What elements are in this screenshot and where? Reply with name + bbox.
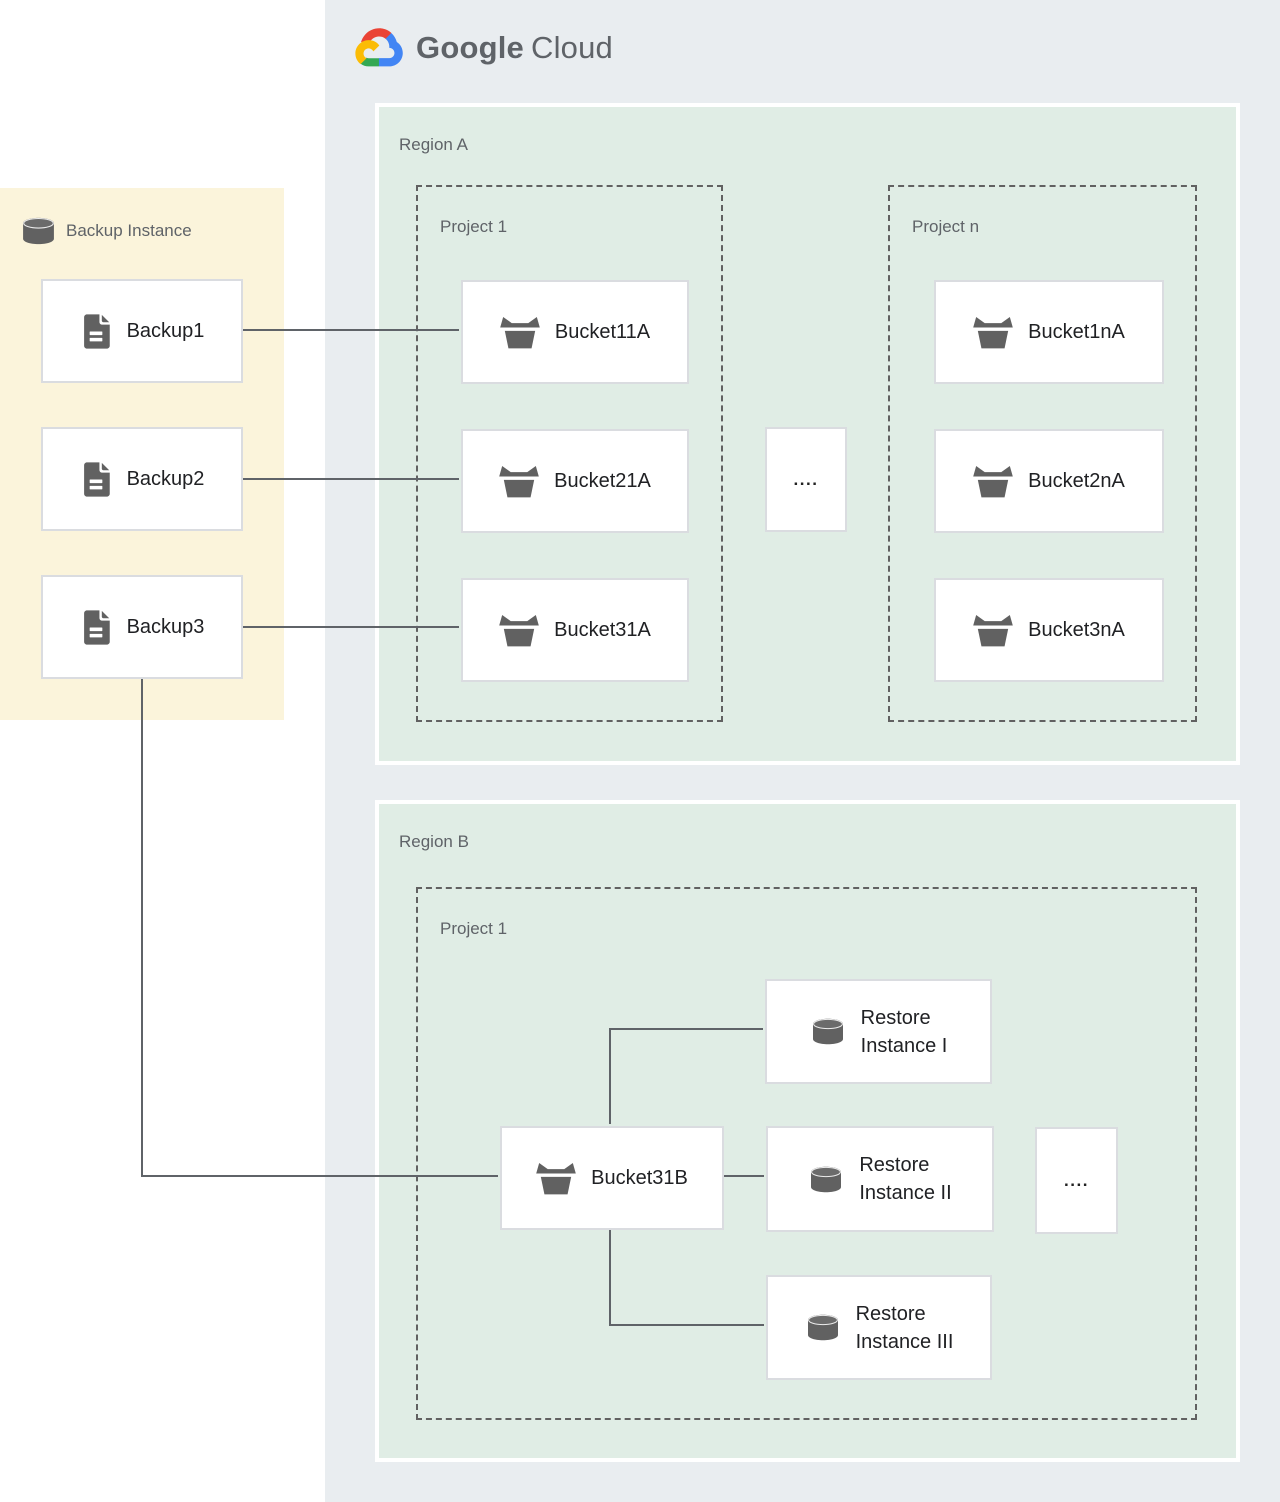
bucket-icon xyxy=(973,614,1013,647)
node-backup2-label: Backup2 xyxy=(126,467,205,490)
node-bucket11a: Bucket11A xyxy=(461,280,689,384)
node-bucket11a-label: Bucket11A xyxy=(554,320,651,343)
node-bucket3na: Bucket3nA xyxy=(934,578,1164,682)
document-icon xyxy=(80,313,112,350)
region-b-ellipsis-box: .... xyxy=(1035,1127,1118,1234)
restore-line2: Instance I xyxy=(860,1034,948,1057)
node-bucket31a-label: Bucket31A xyxy=(554,618,651,641)
node-bucket1na: Bucket1nA xyxy=(934,280,1164,384)
connector-backup3-down-vertical xyxy=(141,679,143,1177)
restore-line2: Instance II xyxy=(859,1182,952,1204)
document-icon xyxy=(80,609,112,646)
node-bucket1na-label: Bucket1nA xyxy=(1028,320,1125,343)
database-icon xyxy=(805,1314,841,1341)
node-bucket21a-label: Bucket21A xyxy=(554,469,651,492)
restore-line1: Restore xyxy=(859,1154,930,1176)
connector-bucket31b-restore3 xyxy=(609,1324,764,1326)
node-bucket3na-label: Bucket3nA xyxy=(1028,618,1125,641)
node-bucket2na: Bucket2nA xyxy=(934,429,1164,533)
logo-product: Cloud xyxy=(530,29,613,65)
ellipsis-dots: .... xyxy=(1064,1170,1089,1190)
restore-line1: Restore xyxy=(860,1006,931,1029)
logo-brand: Google xyxy=(416,29,524,65)
restore-line2: Instance III xyxy=(855,1330,954,1353)
connector-bucket31b-restore1 xyxy=(609,1028,763,1030)
backup-instance-header: Backup Instance xyxy=(20,217,192,245)
region-b-project-1-label: Project 1 xyxy=(440,919,508,938)
connector-backup3-bucket31a xyxy=(243,626,459,628)
node-bucket31b: Bucket31B xyxy=(500,1126,724,1230)
node-backup3-label: Backup3 xyxy=(126,615,205,638)
document-icon xyxy=(80,461,112,498)
bucket-icon xyxy=(499,614,539,647)
connector-bucket31b-down-vertical xyxy=(609,1228,611,1326)
connector-backup2-bucket21a xyxy=(243,478,459,480)
region-a-label: Region A xyxy=(399,135,468,154)
region-a-project-n-label: Project n xyxy=(912,217,980,236)
node-bucket31b-label: Bucket31B xyxy=(591,1166,688,1189)
database-icon xyxy=(20,217,57,245)
region-a: Region A Project 1 Bucket11A Bucket21A B… xyxy=(375,103,1240,765)
database-icon xyxy=(808,1166,844,1193)
node-backup2: Backup2 xyxy=(41,427,243,531)
bucket-icon xyxy=(499,465,539,498)
bucket-icon xyxy=(500,316,540,349)
node-backup1: Backup1 xyxy=(41,279,243,383)
connector-backup3-bucket31b xyxy=(141,1175,498,1177)
region-a-project-1-label: Project 1 xyxy=(440,217,508,236)
bucket-icon xyxy=(973,316,1013,349)
node-backup3: Backup3 xyxy=(41,575,243,679)
bucket-icon xyxy=(536,1162,576,1195)
backup-instance-title: Backup Instance xyxy=(66,221,192,240)
google-cloud-icon xyxy=(355,28,403,67)
connector-bucket31b-restore2 xyxy=(722,1175,764,1177)
node-backup1-label: Backup1 xyxy=(126,319,205,342)
node-bucket31a: Bucket31A xyxy=(461,578,689,682)
bucket-icon xyxy=(973,465,1013,498)
backup-instance-panel: Backup Instance Backup1 Backup2 Backup3 xyxy=(0,188,284,720)
database-icon xyxy=(810,1018,846,1045)
connector-backup1-bucket11a xyxy=(243,329,459,331)
ellipsis-dots: .... xyxy=(793,469,819,489)
restore-line1: Restore xyxy=(855,1302,926,1325)
node-bucket21a: Bucket21A xyxy=(461,429,689,533)
connector-bucket31b-up-vertical xyxy=(609,1028,611,1124)
region-a-project-1: Project 1 Bucket11A Bucket21A Bucket31A xyxy=(416,185,723,722)
region-b-label: Region B xyxy=(399,832,469,851)
node-bucket2na-label: Bucket2nA xyxy=(1028,469,1125,492)
region-a-ellipsis-box: .... xyxy=(765,427,847,532)
region-a-project-n: Project n Bucket1nA Bucket2nA Bucket3nA xyxy=(888,185,1197,722)
